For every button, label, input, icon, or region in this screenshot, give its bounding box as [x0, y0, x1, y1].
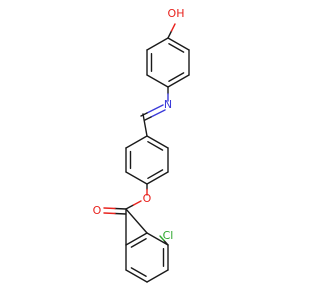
molecule-diagram: OH N O O Cl [93, 7, 190, 283]
imine-double-bond [144, 116, 152, 121]
atom-label-layer: OH N O O Cl [93, 7, 185, 242]
imine-double-bond [150, 109, 166, 118]
chlorophenyl-ring-bond [146, 232, 169, 246]
hydroxyl-bond [167, 30, 173, 39]
carbonyl-double-bond [114, 207, 127, 210]
ester-bond [132, 200, 142, 206]
central-ring-double-bond [147, 140, 164, 151]
phenol-ring-double-bond [168, 43, 185, 53]
chlorophenyl-ring-bond [146, 269, 169, 283]
methine-bond [142, 113, 148, 137]
phenol-ring-bond [167, 37, 190, 51]
bond-layer [103, 23, 190, 283]
chlorophenyl-ring-bond [125, 269, 148, 283]
imine-double-bond [146, 104, 164, 114]
chlorophenyl-ring-double-bond [130, 267, 147, 277]
central-ring-double-bond [147, 169, 164, 180]
chlorine-bond [159, 235, 165, 242]
chlorine-label: Cl [163, 229, 174, 242]
carbonyl-double-bond [114, 212, 127, 215]
carbonyl-double-bond [103, 207, 116, 210]
central-ring-bond [125, 135, 148, 149]
imine-double-bond [140, 112, 148, 117]
central-ring-bond [146, 135, 169, 149]
phenol-ring-bond [146, 74, 169, 88]
hydroxyl-bond [170, 23, 176, 32]
central-ring-bond [125, 171, 148, 185]
ester-oxygen-label: O [143, 192, 152, 205]
structure-svg: OH N O O Cl [93, 7, 190, 283]
chlorophenyl-ring-bond [125, 232, 148, 246]
hydroxyl-label: OH [168, 7, 185, 20]
chlorine-bond [163, 239, 169, 246]
carbonyl-double-bond [103, 212, 116, 215]
carbonyl-aryl-bond [125, 208, 148, 234]
imine-nitrogen-label: N [164, 98, 172, 111]
carbonyl-oxygen-label: O [93, 204, 102, 217]
phenol-ring-double-bond [168, 72, 185, 82]
chlorophenyl-ring-double-bond [130, 238, 147, 248]
ester-bond [125, 204, 135, 210]
phenol-ring-bond [167, 74, 190, 88]
phenol-ring-bond [146, 37, 169, 51]
central-ring-bond [146, 171, 169, 185]
